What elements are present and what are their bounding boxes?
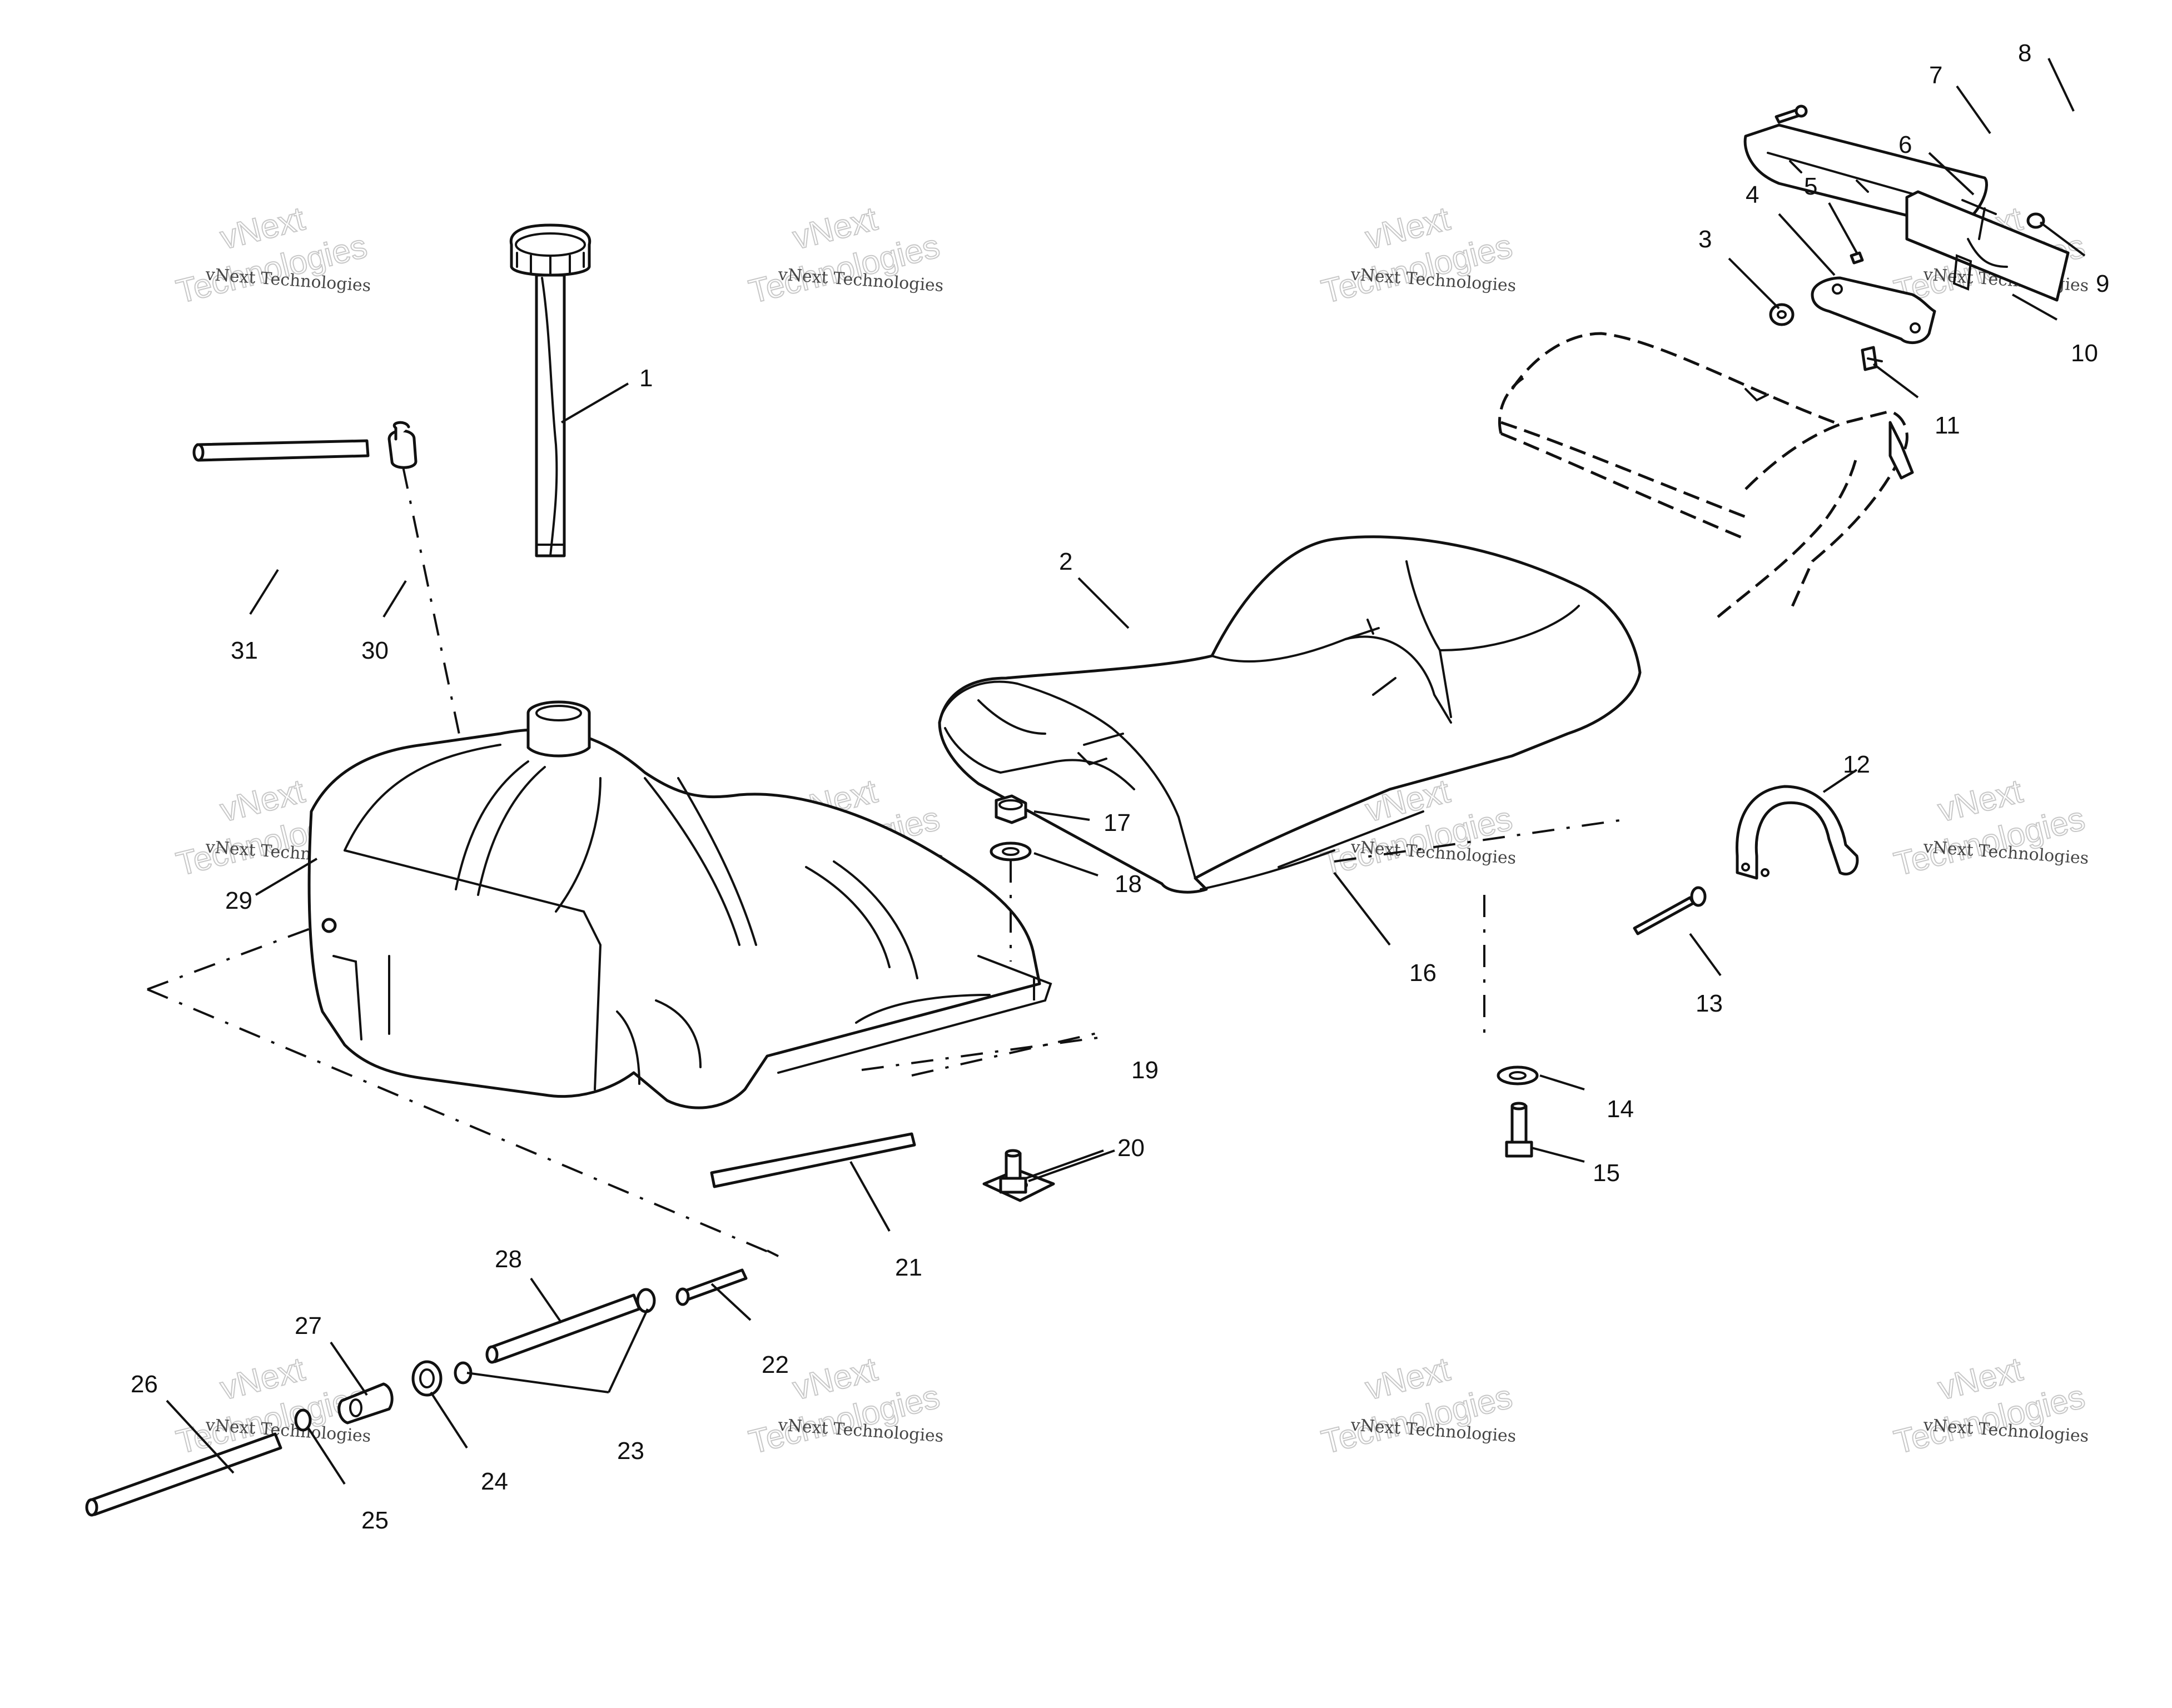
washer-18 <box>990 841 1032 862</box>
callout-26: 26 <box>131 1371 158 1398</box>
callout-16: 16 <box>1409 959 1437 987</box>
bolt-15 <box>1505 1102 1533 1158</box>
fuel-hose-26 <box>85 1432 282 1517</box>
pickup-tube-22 <box>675 1268 748 1306</box>
callout-13: 13 <box>1696 990 1723 1017</box>
push-pin <box>1633 886 1707 935</box>
leader-lines <box>166 58 2086 1485</box>
seat <box>938 535 1642 894</box>
callout-6: 6 <box>1898 131 1912 158</box>
assembly-lines <box>147 466 1624 1257</box>
callout-22: 22 <box>762 1351 789 1378</box>
callout-8: 8 <box>2018 39 2031 67</box>
callout-5: 5 <box>1804 173 1817 200</box>
callout-4: 4 <box>1746 181 1759 208</box>
callout-27: 27 <box>295 1312 322 1339</box>
callout-3: 3 <box>1698 226 1712 253</box>
callout-2: 2 <box>1059 548 1072 575</box>
callout-24: 24 <box>481 1468 508 1495</box>
callout-31: 31 <box>231 637 258 664</box>
fuel-tank <box>307 700 1052 1109</box>
callout-7: 7 <box>1929 62 1942 89</box>
fuel-hose-28 <box>485 1293 641 1364</box>
callout-1: 1 <box>639 365 653 392</box>
tail-light-assembly <box>1743 104 2070 371</box>
clamp-23b <box>636 1288 656 1313</box>
callout-14: 14 <box>1607 1095 1634 1123</box>
vent-fitting <box>387 421 417 469</box>
vent-hose <box>192 439 370 462</box>
callout-20: 20 <box>1117 1134 1145 1162</box>
callout-15: 15 <box>1593 1159 1620 1187</box>
grommet-24 <box>411 1360 443 1397</box>
foam-strip <box>710 1132 916 1188</box>
callout-25: 25 <box>361 1507 389 1534</box>
washer-14 <box>1497 1065 1539 1085</box>
callout-11: 11 <box>1935 412 1960 439</box>
callout-12: 12 <box>1843 751 1870 778</box>
callout-30: 30 <box>361 637 389 664</box>
bolt-20 <box>999 1149 1027 1194</box>
callout-10: 10 <box>2071 340 2098 367</box>
callout-23: 23 <box>617 1437 644 1465</box>
hose-clamp-25 <box>294 1408 312 1432</box>
callout-28: 28 <box>495 1246 522 1273</box>
callout-19: 19 <box>1131 1057 1159 1084</box>
callout-labels: 1 2 3 4 5 6 7 8 9 10 11 12 13 14 15 16 1… <box>131 39 2109 1534</box>
callout-17: 17 <box>1104 809 1131 836</box>
callout-9: 9 <box>2096 270 2109 297</box>
callout-18: 18 <box>1115 870 1142 898</box>
callout-21: 21 <box>895 1254 922 1281</box>
grab-rail-outline <box>1498 332 1914 618</box>
fuel-gauge-sender <box>509 223 592 557</box>
seat-strap-bracket <box>1735 785 1859 880</box>
lock-nut <box>995 794 1027 824</box>
callout-29: 29 <box>225 887 252 914</box>
fuel-filter-27 <box>337 1382 394 1425</box>
